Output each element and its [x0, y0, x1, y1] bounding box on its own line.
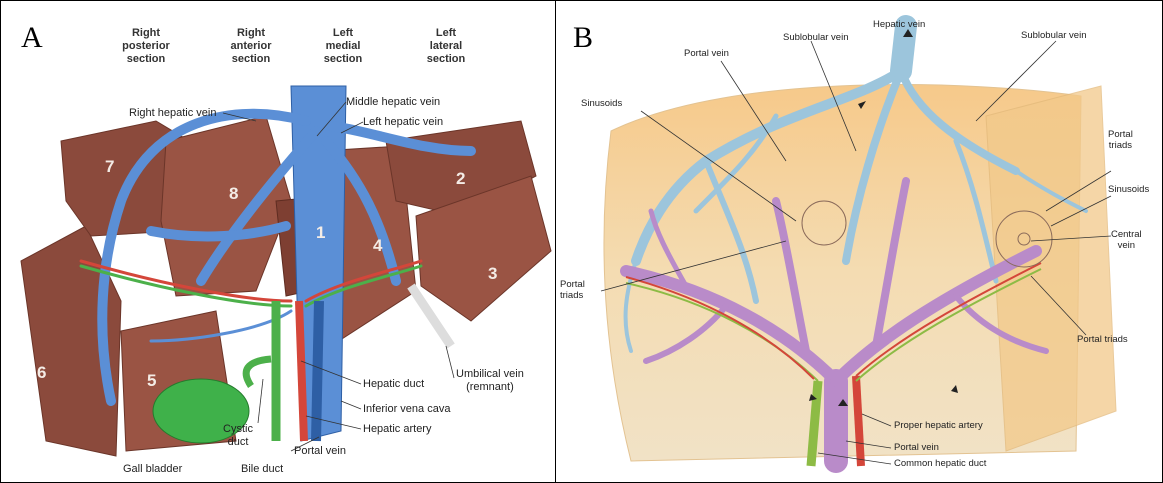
- cystic-duct-shape: [246, 359, 271, 386]
- label-cystic-duct: Cystic duct: [223, 423, 253, 449]
- label-line: Umbilical vein: [456, 368, 524, 381]
- segment-number: 3: [488, 264, 497, 284]
- label-middle-hepatic-vein: Middle hepatic vein: [346, 96, 440, 109]
- label-bile-duct: Bile duct: [241, 463, 283, 476]
- panel-letter-b: B: [573, 21, 593, 55]
- label-line: triads: [1108, 140, 1133, 151]
- label-common-hepatic-duct: Common hepatic duct: [894, 458, 986, 469]
- portal-vein-shape: [316, 301, 319, 441]
- header-line: medial: [313, 40, 373, 53]
- label-line: Central: [1111, 229, 1142, 240]
- label-line: (remnant): [456, 381, 524, 394]
- label-inferior-vena-cava: Inferior vena cava: [363, 403, 450, 416]
- header-line: section: [313, 53, 373, 66]
- label-sublobular-vein-2: Sublobular vein: [1021, 30, 1087, 41]
- header-line: Left: [416, 27, 476, 40]
- header-line: Right: [116, 27, 176, 40]
- label-line: vein: [1111, 240, 1142, 251]
- label-line: duct: [223, 436, 253, 449]
- header-line: Right: [221, 27, 281, 40]
- label-hepatic-vein: Hepatic vein: [873, 19, 925, 30]
- label-gall-bladder: Gall bladder: [123, 463, 182, 476]
- label-sublobular-vein-1: Sublobular vein: [783, 32, 849, 43]
- segment-number: 8: [229, 184, 238, 204]
- label-sinusoids-right: Sinusoids: [1108, 184, 1149, 195]
- segment-number: 4: [373, 236, 382, 256]
- label-portal-triads-left: Portal triads: [560, 279, 585, 301]
- segment-number: 1: [316, 223, 325, 243]
- segment-8-shape: [161, 116, 291, 296]
- label-right-hepatic-vein: Right hepatic vein: [129, 107, 216, 120]
- label-umbilical-vein: Umbilical vein (remnant): [456, 368, 524, 394]
- label-central-vein: Central vein: [1111, 229, 1142, 251]
- panel-letter-a: A: [21, 21, 43, 55]
- header-line: posterior: [116, 40, 176, 53]
- header-line: lateral: [416, 40, 476, 53]
- panel-a: A Right posterior section Right anterior…: [0, 0, 556, 483]
- header-left-medial: Left medial section: [313, 27, 373, 66]
- label-portal-vein-top: Portal vein: [684, 48, 729, 59]
- segment-number: 5: [147, 371, 156, 391]
- segment-number: 7: [105, 157, 114, 177]
- label-hepatic-duct: Hepatic duct: [363, 378, 424, 391]
- label-portal-triads-right: Portal triads: [1108, 129, 1133, 151]
- liver-lobule-illustration: [556, 1, 1163, 483]
- header-line: section: [416, 53, 476, 66]
- panel-b: B Hepatic vein Portal vein Sublobular ve…: [555, 0, 1163, 483]
- header-line: section: [116, 53, 176, 66]
- segment-number: 2: [456, 169, 465, 189]
- segment-number: 6: [37, 363, 46, 383]
- label-left-hepatic-vein: Left hepatic vein: [363, 116, 443, 129]
- label-line: Portal: [1108, 129, 1133, 140]
- label-proper-hepatic-artery: Proper hepatic artery: [894, 420, 983, 431]
- hepatic-artery-shape: [299, 301, 304, 441]
- label-sinusoids-left: Sinusoids: [581, 98, 622, 109]
- header-right-posterior: Right posterior section: [116, 27, 176, 66]
- label-line: Cystic: [223, 423, 253, 436]
- liver-segments-illustration: [1, 1, 556, 483]
- header-right-anterior: Right anterior section: [221, 27, 281, 66]
- proper-hepatic-artery-shape: [856, 376, 861, 466]
- label-line: triads: [560, 290, 585, 301]
- header-line: anterior: [221, 40, 281, 53]
- label-hepatic-artery: Hepatic artery: [363, 423, 431, 436]
- label-portal-vein-bottom: Portal vein: [894, 442, 939, 453]
- header-line: section: [221, 53, 281, 66]
- header-line: Left: [313, 27, 373, 40]
- header-left-lateral: Left lateral section: [416, 27, 476, 66]
- label-portal-triads-bottom: Portal triads: [1077, 334, 1128, 345]
- label-line: Portal: [560, 279, 585, 290]
- label-portal-vein: Portal vein: [294, 445, 346, 458]
